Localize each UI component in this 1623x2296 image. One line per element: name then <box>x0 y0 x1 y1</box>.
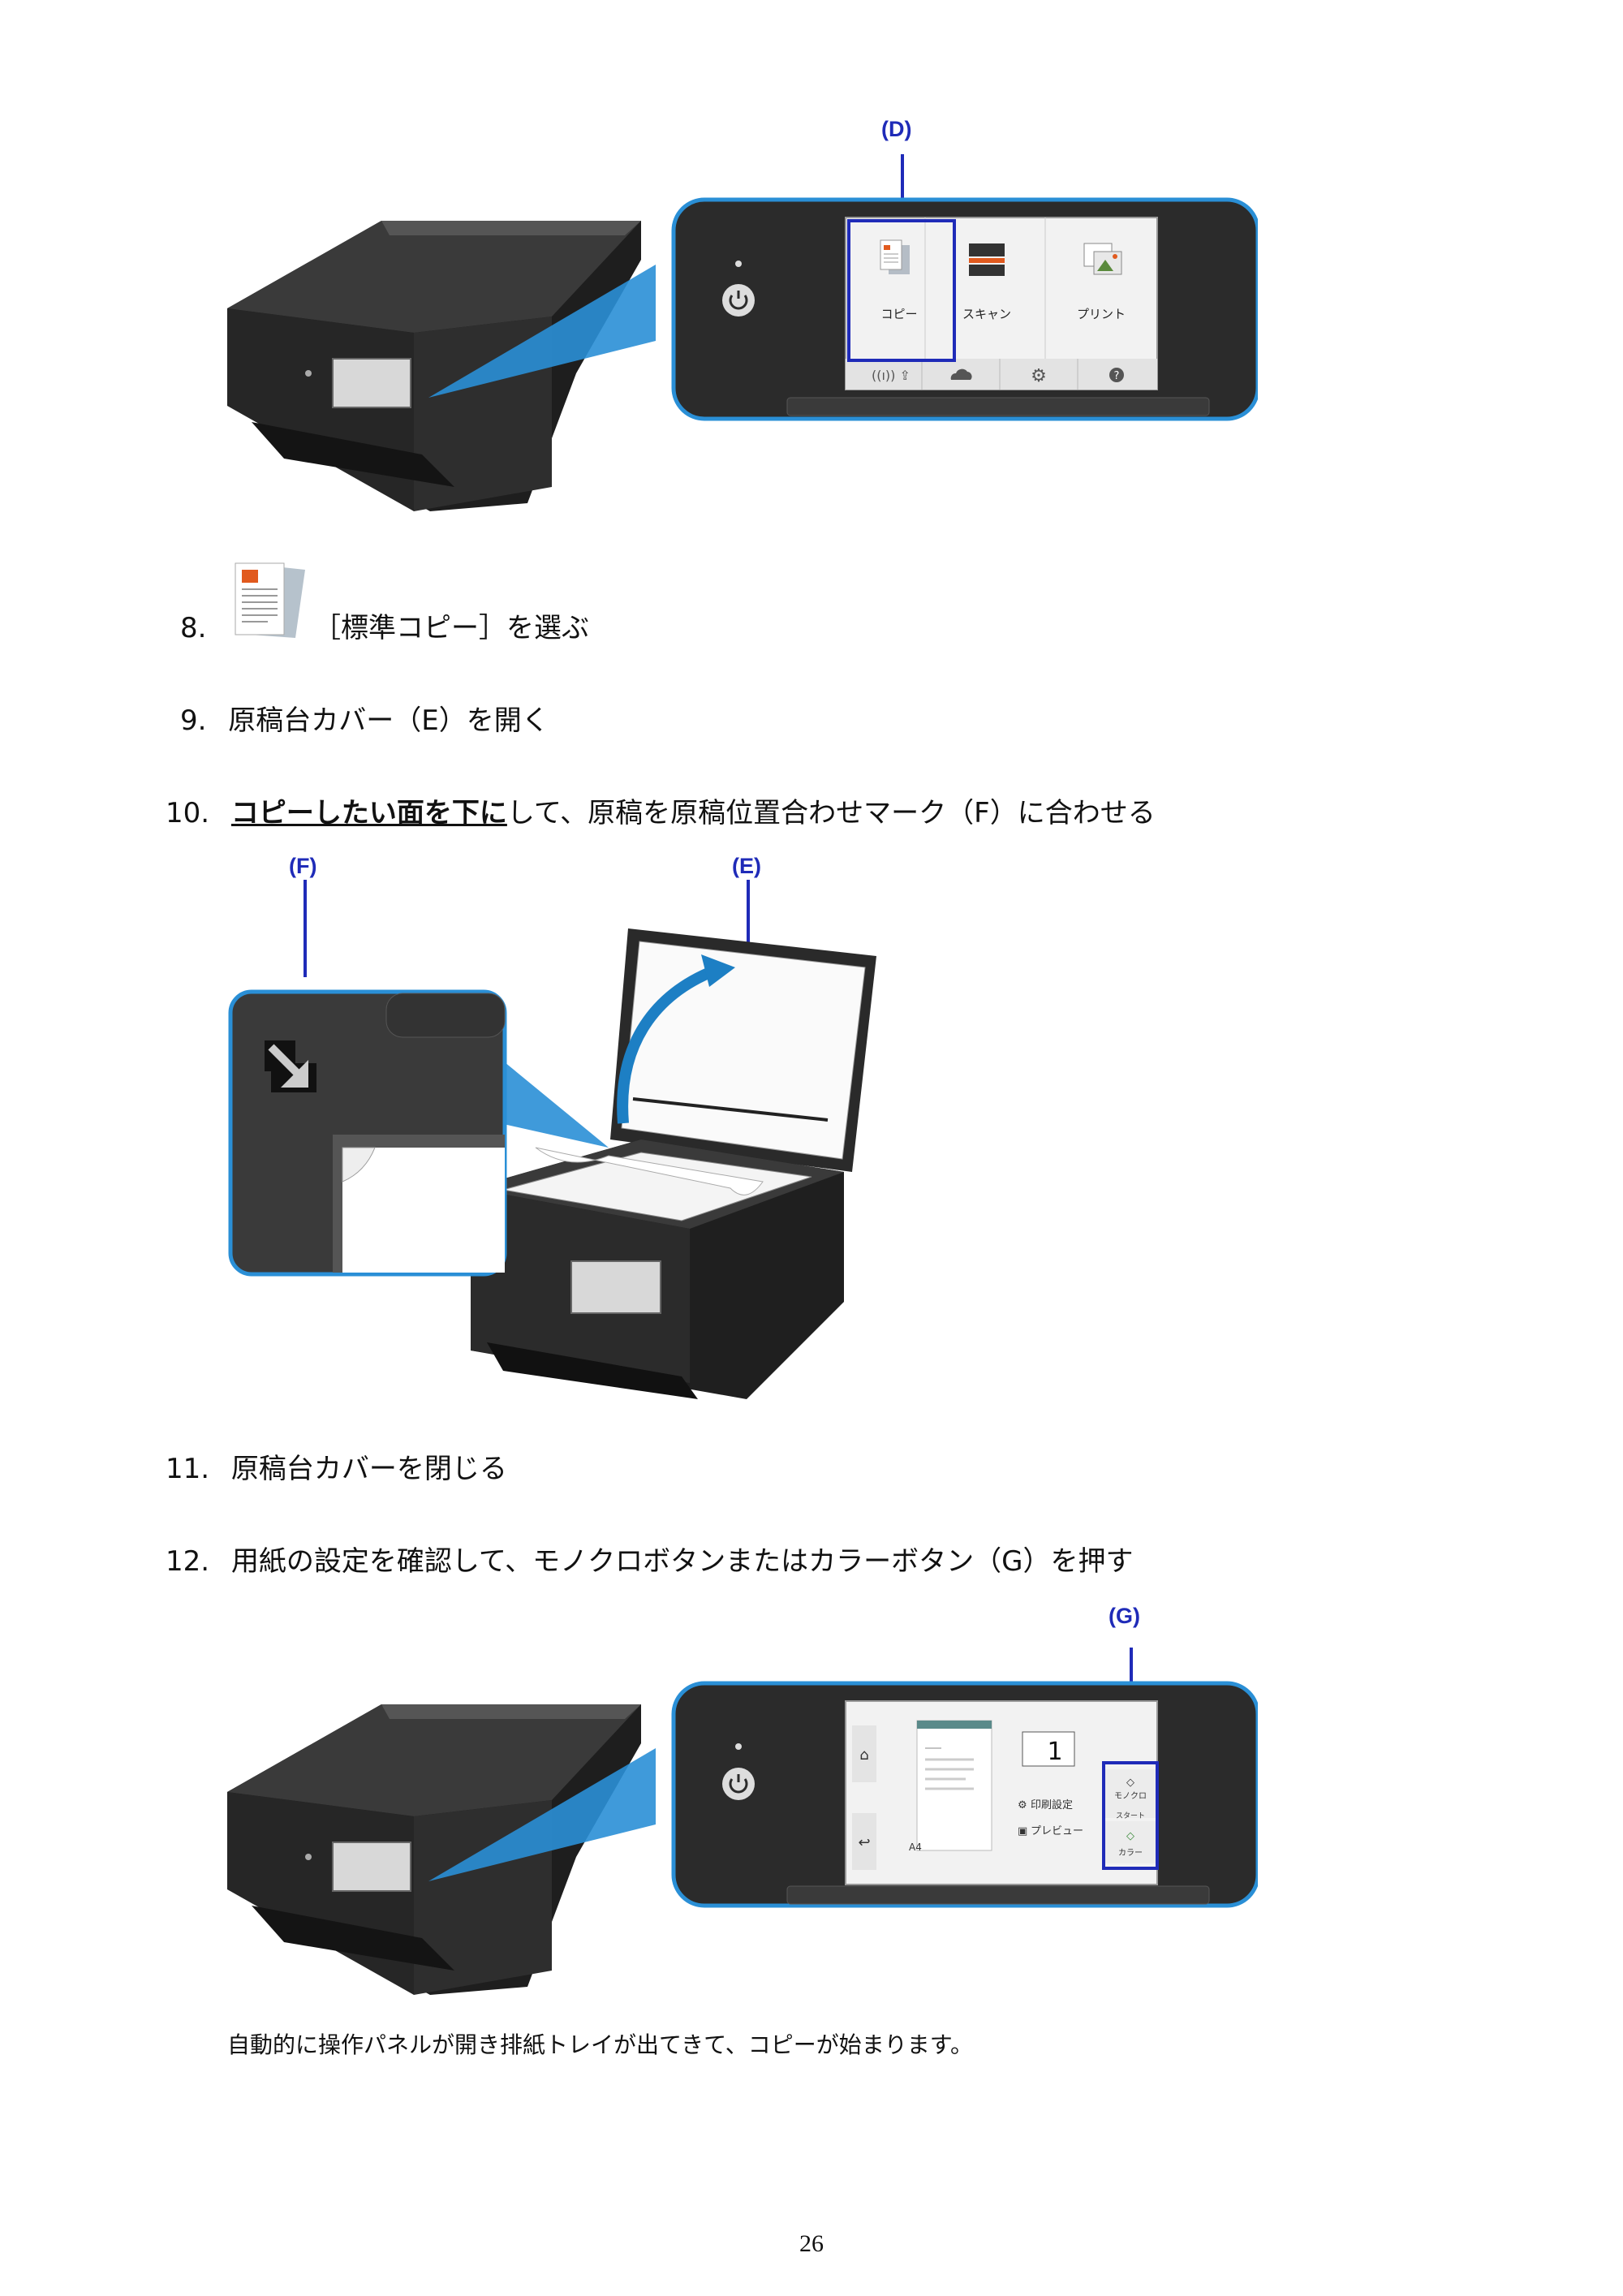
step-number: 8. <box>180 612 207 644</box>
step-text: 原稿台カバーを閉じる <box>230 1453 507 1485</box>
color-start-button[interactable] <box>1105 1821 1156 1863</box>
copies-field[interactable] <box>1022 1731 1075 1767</box>
step-number: 9. <box>180 704 207 737</box>
wireless-icon[interactable]: ((ı)) ⇪ <box>872 368 911 383</box>
figure-home-screen: コピー スキャン プリント ((ı)) ⇪ ⚙ ? <box>227 154 1258 511</box>
printer-illustration <box>227 221 641 511</box>
svg-text:?: ? <box>1114 370 1120 382</box>
preview-icon: ▣ <box>1018 1825 1027 1837</box>
help-icon[interactable] <box>1109 368 1124 382</box>
step-8: 8. <box>180 610 206 646</box>
settings-icon: ⚙ <box>1018 1799 1027 1811</box>
note-text: 自動的に操作パネルが開き排紙トレイが出てきて、コピーが始まります。 <box>227 2031 973 2058</box>
cloud-icon[interactable] <box>950 368 972 380</box>
callout-g-label: (G) <box>1109 1604 1140 1628</box>
scanner-icon[interactable] <box>969 243 1005 276</box>
start-diamond-icon: ◇ <box>1126 1777 1134 1789</box>
menu-label-scan: スキャン <box>962 307 1011 321</box>
menu-label-copy: コピー <box>880 307 917 321</box>
step-text: して、原稿を原稿位置合わせマーク（F）に合わせる <box>506 797 1156 829</box>
color-label: カラー <box>1118 1848 1143 1858</box>
step-number: 10. <box>166 797 210 829</box>
step-emphasis: コピーしたい面を下に <box>230 797 507 829</box>
step-8-text: ［標準コピー］を選ぶ <box>313 612 589 644</box>
start-diamond-color-icon: ◇ <box>1126 1830 1134 1842</box>
settings-icon[interactable]: ⚙ <box>1031 366 1047 386</box>
step-9: 9. 原稿台カバー（E）を開く <box>180 703 549 739</box>
callout-f-label: (F) <box>289 854 317 878</box>
paper-size-label: A4 <box>909 1842 922 1853</box>
back-icon: ↩ <box>858 1834 870 1851</box>
home-button[interactable] <box>852 1725 876 1782</box>
step-number: 11. <box>166 1453 210 1485</box>
copies-value: 1 <box>1047 1738 1062 1766</box>
photo-print-icon[interactable] <box>1083 243 1122 275</box>
start-label: スタート <box>1116 1811 1145 1820</box>
step-number: 12. <box>166 1545 210 1578</box>
callout-d-label: (D) <box>881 117 912 141</box>
mono-label: モノクロ <box>1114 1791 1147 1801</box>
step-10: 10. コピーしたい面を下にして、原稿を原稿位置合わせマーク（F）に合わせる <box>166 795 1156 831</box>
alignment-mark-icon <box>265 1040 316 1092</box>
standard-copy-icon[interactable] <box>227 560 308 641</box>
step-11: 11. 原稿台カバーを閉じる <box>166 1451 507 1487</box>
step-12: 12. 用紙の設定を確認して、モノクロボタンまたはカラーボタン（G）を押す <box>166 1544 1134 1579</box>
printer-illustration <box>227 1704 641 1995</box>
figure-copy-screen: ⌂ ↩ A4 1 ⚙ 印刷設定 ▣ プレビュー ◇ モノクロ スタート ◇ カラ… <box>227 1648 1258 1995</box>
page-number: 26 <box>799 2230 824 2257</box>
copy-icon[interactable] <box>880 239 910 274</box>
step-text: 原稿台カバー（E）を開く <box>228 704 549 737</box>
home-icon: ⌂ <box>859 1747 868 1764</box>
step-text: 用紙の設定を確認して、モノクロボタンまたはカラーボタン（G）を押す <box>230 1545 1134 1578</box>
back-button[interactable] <box>852 1813 876 1870</box>
callout-e-label: (E) <box>732 854 761 878</box>
preview-button[interactable]: プレビュー <box>1031 1825 1083 1837</box>
menu-label-print: プリント <box>1077 307 1126 321</box>
figure-platen <box>228 880 876 1399</box>
mono-start-button[interactable] <box>1105 1769 1156 1818</box>
print-settings-button[interactable]: 印刷設定 <box>1031 1798 1073 1811</box>
